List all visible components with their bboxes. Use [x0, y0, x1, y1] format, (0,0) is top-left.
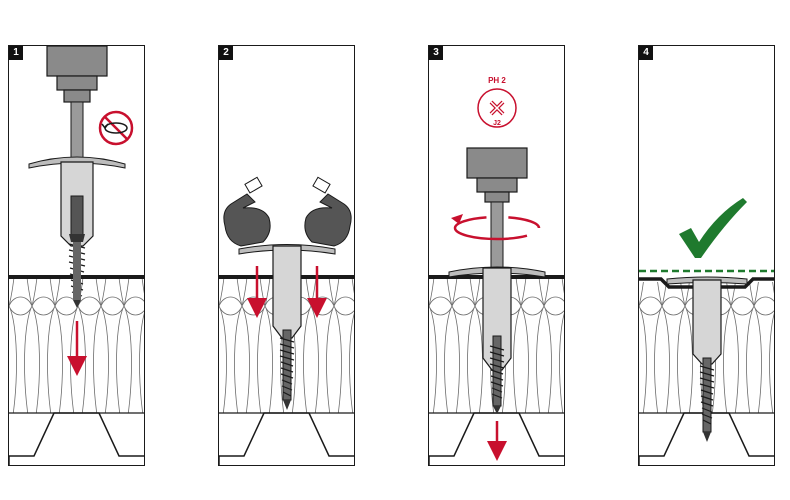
step-2-illustration — [219, 176, 354, 465]
step-number: 2 — [219, 46, 233, 60]
step-panel-4: 4 — [638, 45, 775, 466]
phillips-bit-icon — [477, 88, 517, 128]
drill-body — [46, 46, 108, 77]
rotation-arrow-icon — [451, 214, 541, 241]
step-3-illustration: PH 2 J2 — [429, 76, 564, 465]
step-panel-1: 1 — [8, 45, 145, 466]
sleeve — [272, 245, 302, 339]
step-number: 3 — [429, 46, 443, 60]
bit-type-label: J2 — [493, 120, 501, 127]
checkmark-icon — [679, 198, 747, 258]
step-4-illustration — [639, 198, 774, 465]
step-panel-3: 3 PH 2 J2 — [428, 45, 565, 466]
bit-size-label: PH 2 — [488, 76, 506, 85]
step-panel-2: 2 — [218, 45, 355, 466]
hand-icon — [223, 176, 271, 247]
step-1-illustration — [9, 46, 144, 465]
steel-deck — [9, 412, 144, 465]
step-number: 1 — [9, 46, 23, 60]
step-number: 4 — [639, 46, 653, 60]
no-rotation-icon — [98, 110, 134, 146]
hand-icon — [304, 176, 352, 247]
